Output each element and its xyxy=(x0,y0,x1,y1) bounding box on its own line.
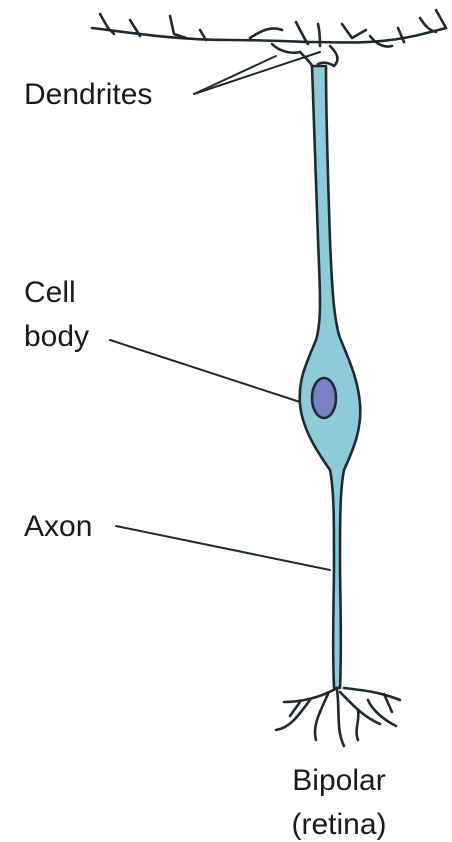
neuron-shaft xyxy=(300,66,361,688)
dendrites-leader-2 xyxy=(194,52,320,94)
axon-leader xyxy=(116,526,330,570)
caption-line2: (retina) xyxy=(291,808,386,841)
caption-line1: Bipolar xyxy=(292,764,385,797)
cell-body-shape xyxy=(300,66,361,688)
dendrites-label: Dendrites xyxy=(24,78,152,111)
axon-label: Axon xyxy=(24,510,92,543)
cell-body-label-line1: Cell xyxy=(24,276,76,309)
axon-terminals xyxy=(276,688,400,746)
cell-body-leader xyxy=(110,340,300,402)
dendrites-leader-1 xyxy=(194,56,276,94)
cell-body-label-line2: body xyxy=(24,320,89,353)
nucleus xyxy=(312,378,336,418)
dendrite-tree xyxy=(92,10,446,66)
